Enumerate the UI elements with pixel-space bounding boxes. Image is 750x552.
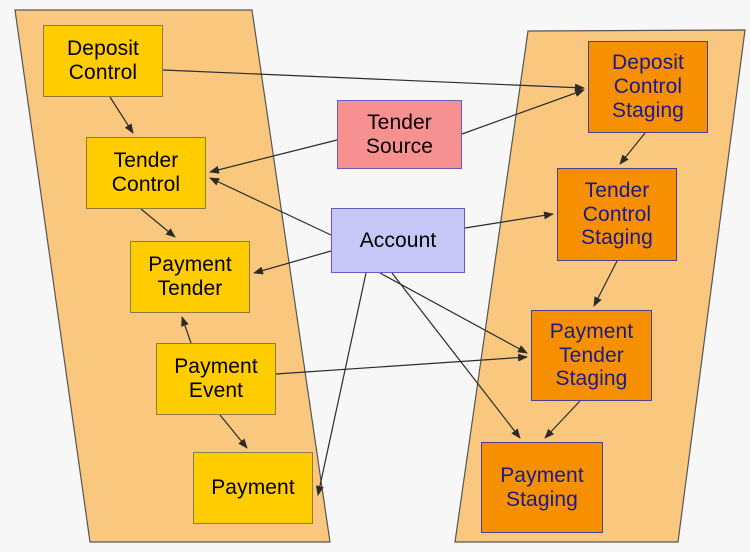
node-account[interactable]: Account (331, 208, 465, 273)
node-payment-tender[interactable]: Payment Tender (130, 241, 250, 313)
node-payment-tender-staging[interactable]: Payment Tender Staging (531, 310, 652, 401)
node-payment-staging[interactable]: Payment Staging (481, 442, 603, 533)
node-payment-event[interactable]: Payment Event (156, 343, 276, 415)
node-deposit-control-staging[interactable]: Deposit Control Staging (588, 41, 708, 133)
node-deposit-control[interactable]: Deposit Control (43, 25, 163, 97)
node-tender-control[interactable]: Tender Control (86, 137, 206, 209)
node-tender-control-staging[interactable]: Tender Control Staging (557, 168, 677, 261)
node-tender-source[interactable]: Tender Source (337, 100, 462, 169)
node-payment[interactable]: Payment (193, 452, 313, 524)
